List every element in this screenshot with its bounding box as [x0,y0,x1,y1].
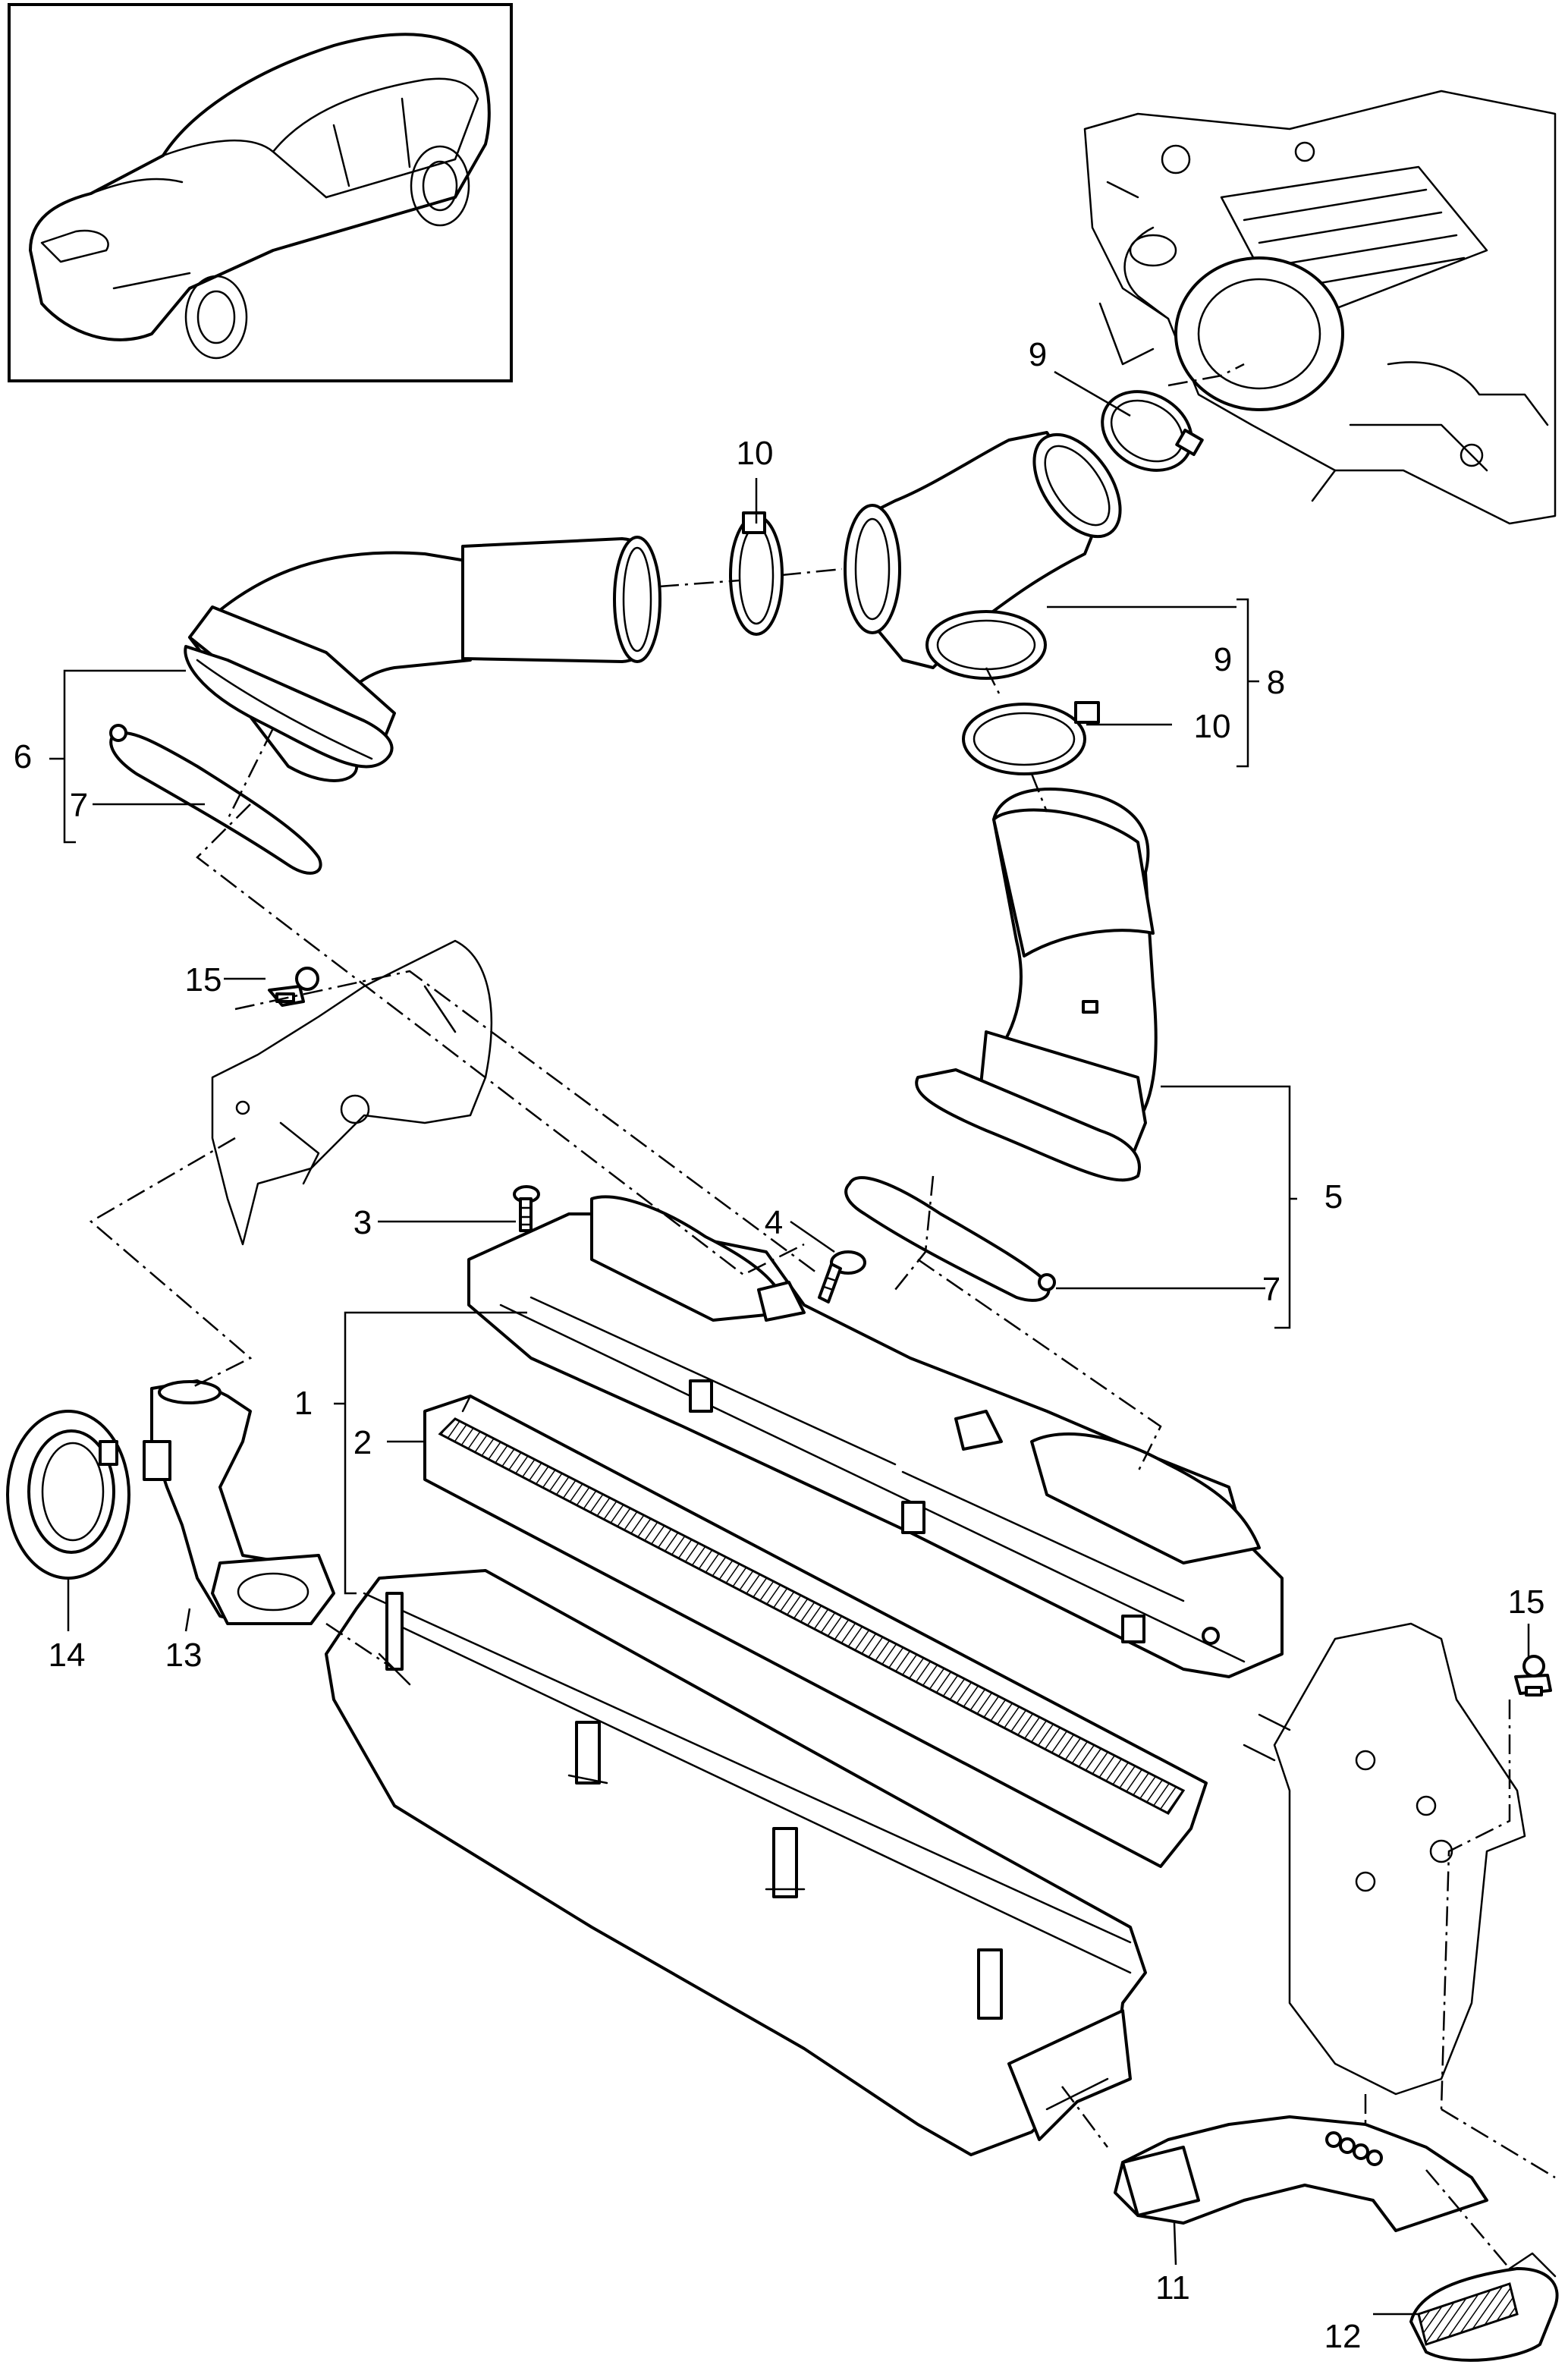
air-filter-element [423,1395,1208,1868]
body-panel-right [1243,1622,1526,2096]
callout-7-left: 7 [70,787,88,824]
hose-clamp-top-center [729,511,784,636]
callout-13: 13 [165,1637,203,1674]
air-cleaner-lower-housing [325,1569,1147,2156]
screw-3 [513,1185,540,1232]
callout-4: 4 [765,1204,783,1241]
hose-clamp-middle-right [962,701,1100,775]
duct-seal-14 [6,1410,130,1580]
callout-2: 2 [354,1424,372,1461]
assembly-guide-lines [89,363,1556,2269]
callout-12: 12 [1324,2318,1362,2355]
vehicle-thumbnail [8,3,513,382]
car-illustration [29,33,491,360]
callout-9-top: 9 [1029,336,1047,373]
engine-throttle-body-background [1083,90,1557,525]
screw-4 [818,1250,866,1303]
seal-left [109,724,322,875]
upper-intake-hose [184,536,661,782]
callout-9-right: 9 [1214,641,1232,678]
callout-8: 8 [1267,664,1285,701]
callout-labels: 9 10 9 8 10 6 7 15 5 3 4 7 1 2 15 14 13 … [14,336,1545,2355]
body-panel-left [211,939,493,1246]
callout-5: 5 [1324,1178,1343,1215]
callout-15-right: 15 [1508,1583,1545,1621]
air-duct-11 [1114,2115,1488,2232]
callout-6: 6 [14,738,32,775]
plastic-clip-right [1514,1655,1552,1696]
callout-14: 14 [49,1637,86,1674]
right-intake-hose [915,788,1158,1182]
callout-15-left: 15 [185,961,222,998]
callout-7-right: 7 [1262,1271,1280,1308]
callout-3: 3 [354,1204,372,1241]
air-duct-13 [143,1379,335,1625]
intake-elbow-connector [844,431,1122,680]
callout-10-top: 10 [737,435,774,472]
hose-clamp-top-right [1101,390,1204,472]
callout-10-right: 10 [1194,708,1231,745]
callout-1: 1 [294,1385,313,1422]
seal-right [844,1176,1056,1302]
duct-seal-12 [1409,2252,1559,2362]
callout-11: 11 [1155,2269,1190,2307]
air-cleaner-upper-housing [467,1195,1284,1678]
leader-lines [49,370,1530,2316]
